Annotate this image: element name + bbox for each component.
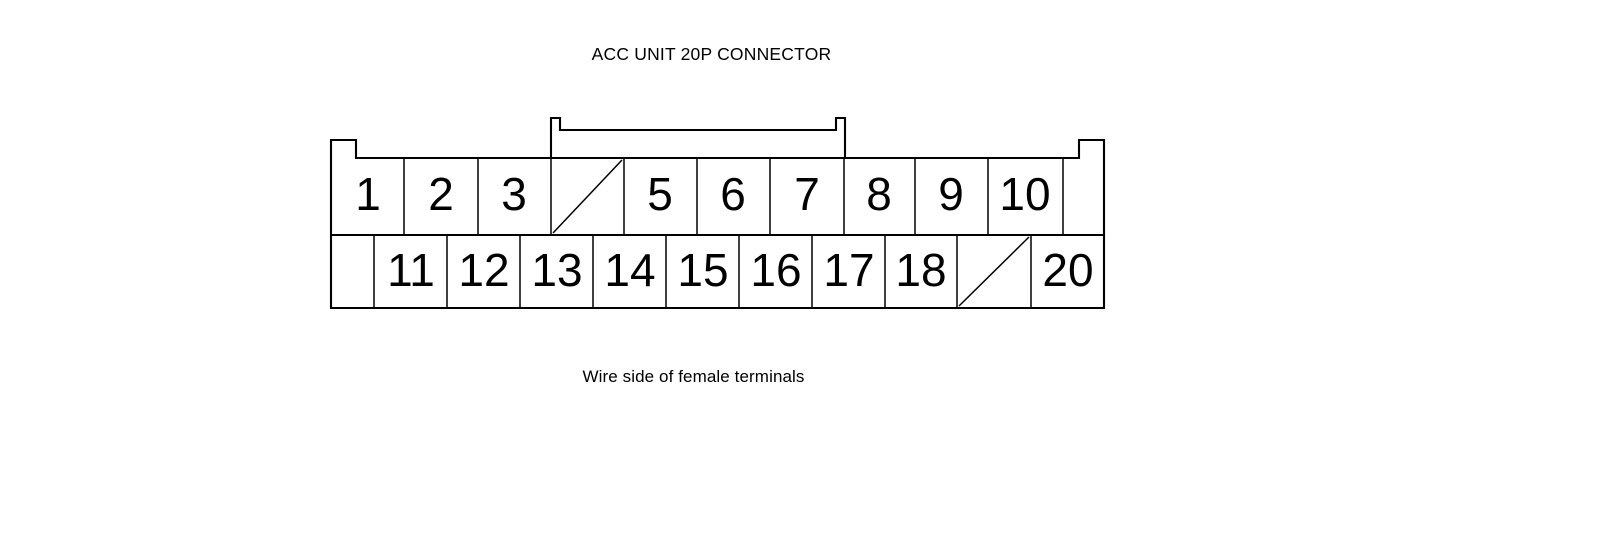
pin-label-15: 15 (677, 244, 728, 296)
pin-label-14: 14 (604, 244, 655, 296)
bottom-row-dividers (373, 235, 1032, 308)
pin-label-8: 8 (866, 168, 892, 220)
blank-terminal-slash-4 (552, 159, 623, 234)
pin-label-9: 9 (938, 168, 964, 220)
diagram-title: ACC UNIT 20P CONNECTOR (591, 44, 832, 64)
pin-label-2: 2 (428, 168, 454, 220)
pin-label-20: 20 (1042, 244, 1093, 296)
pin-label-13: 13 (531, 244, 582, 296)
pin-label-10: 10 (999, 168, 1050, 220)
pin-label-3: 3 (501, 168, 527, 220)
locking-tab (549, 116, 847, 160)
pin-label-17: 17 (823, 244, 874, 296)
connector-shell (329, 116, 1106, 310)
pin-label-18: 18 (895, 244, 946, 296)
blank-terminal-slash-19 (958, 236, 1030, 307)
pin-label-7: 7 (794, 168, 820, 220)
pin-label-12: 12 (458, 244, 509, 296)
pin-label-6: 6 (720, 168, 746, 220)
pin-label-5: 5 (647, 168, 673, 220)
pin-label-16: 16 (750, 244, 801, 296)
top-row-dividers (403, 158, 1064, 235)
shell-outline (329, 138, 1106, 310)
pin-label-1: 1 (355, 168, 381, 220)
pin-label-11: 11 (387, 244, 435, 296)
diagram-caption: Wire side of female terminals (582, 367, 805, 386)
